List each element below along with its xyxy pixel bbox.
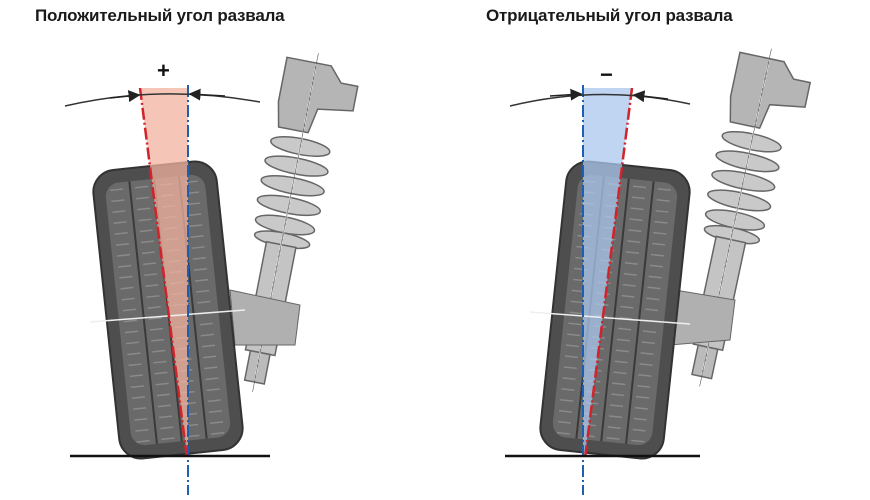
plus-sign: + [157, 58, 170, 83]
strut-shock-absorber [220, 46, 364, 402]
arrow-right [549, 88, 583, 101]
positive-camber-panel [64, 46, 364, 495]
angle-arc [64, 93, 261, 107]
arrow-left [188, 88, 226, 101]
wheel-axis-line [583, 87, 634, 459]
negative-camber-panel [505, 41, 817, 495]
wheel-axle-line [529, 311, 691, 325]
negative-camber-title: Отрицательный угол развала [486, 6, 733, 25]
angle-arc [509, 93, 691, 107]
wheel-axle-line [89, 309, 246, 323]
steering-knuckle [229, 289, 301, 346]
wheel-axis-line [138, 87, 189, 459]
arrow-right [109, 90, 141, 103]
minus-sign: − [600, 62, 613, 87]
arrow-left [632, 90, 669, 103]
steering-knuckle [669, 289, 736, 346]
positive-camber-title: Положительный угол развала [35, 6, 285, 25]
